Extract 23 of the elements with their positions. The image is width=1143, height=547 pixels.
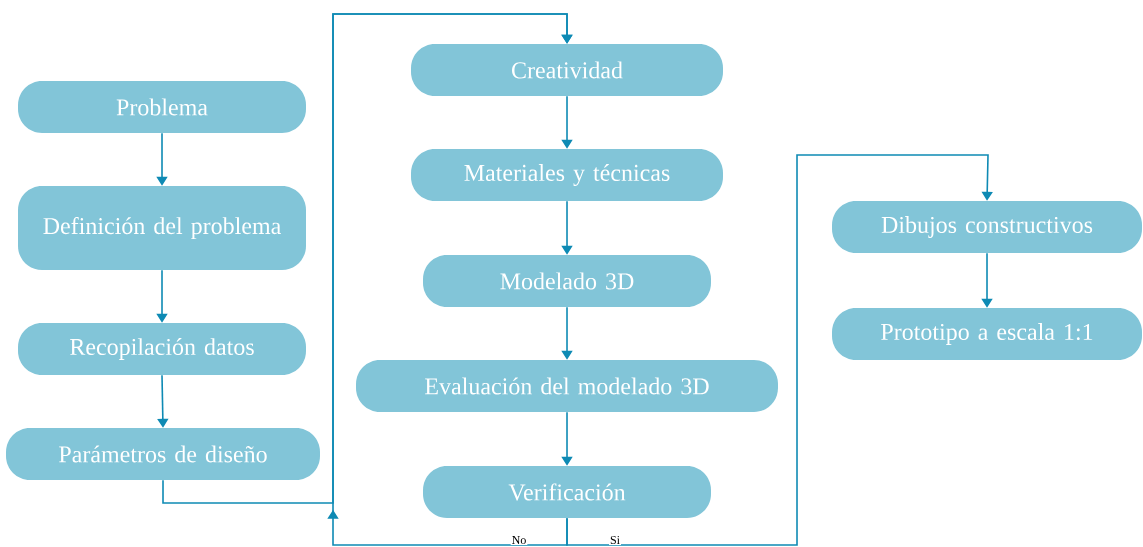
arrow — [566, 154, 993, 546]
edge-label: Si — [609, 535, 621, 546]
process-box: Dibujos constructivos — [832, 201, 1142, 253]
arrow — [156, 269, 168, 323]
process-box: Recopilación datos — [18, 323, 306, 375]
arrow — [561, 411, 573, 466]
process-box: Prototipo a escala 1:1 — [832, 308, 1142, 360]
process-box: Verificación — [423, 466, 711, 518]
arrow — [327, 13, 573, 546]
arrow — [157, 374, 169, 428]
edge-label: No — [510, 535, 528, 545]
process-box: Creatividad — [411, 44, 723, 96]
process-box: Problema — [18, 81, 306, 133]
process-box: Evaluación del modelado 3D — [356, 360, 778, 412]
process-box: Parámetros de diseño — [6, 428, 320, 480]
arrow — [156, 132, 168, 186]
arrow — [561, 200, 573, 255]
process-box: Modelado 3D — [423, 255, 711, 307]
process-box: Materiales y técnicas — [411, 149, 723, 201]
arrow — [561, 306, 573, 360]
arrow — [561, 95, 573, 149]
arrow — [981, 252, 993, 308]
process-box: Definición del problema — [18, 186, 306, 270]
